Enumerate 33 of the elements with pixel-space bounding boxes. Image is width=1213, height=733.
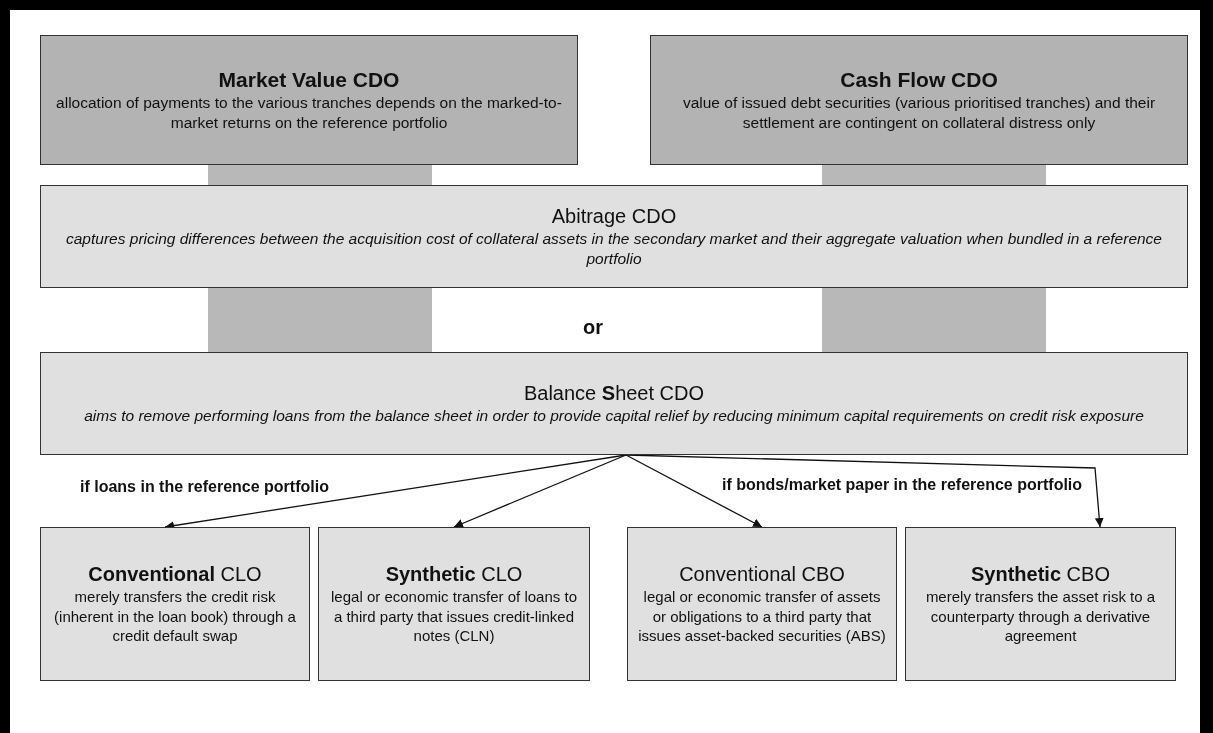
box-description: value of issued debt securities (various prioritised tranches) and their settlement are contingent on collateral distress only <box>681 93 1157 134</box>
box-title: Conventional CBO <box>679 562 845 588</box>
box-title: Abitrage CDO <box>551 203 677 229</box>
box-description: aims to remove performing loans from the balance sheet in order to provide capital relief by reducing minimum capital requirements on credit risk exposure <box>84 405 1144 426</box>
box-description: captures pricing differences between the acquisition cost of collateral assets in the secondary market and their aggregate valuation when bundled in a reference portfolio <box>65 228 1163 269</box>
type-box <box>40 352 1188 455</box>
product-box <box>627 527 897 681</box>
connector-band <box>822 288 1046 352</box>
box-title: Synthetic CLO <box>385 562 523 588</box>
box-description: merely transfers the credit risk (inherent in the loan book) through a credit default swap <box>53 587 297 646</box>
branch-label: or <box>583 316 603 339</box>
type-box <box>40 185 1188 288</box>
box-description: merely transfers the asset risk to a counterparty through a derivative agreement <box>924 587 1157 646</box>
connector-band <box>208 165 432 185</box>
product-box <box>40 527 310 681</box>
product-box <box>905 527 1176 681</box>
connector-band <box>208 288 432 352</box>
category-box <box>650 35 1188 165</box>
box-description: allocation of payments to the various tranches depends on the marked-to-market returns on the reference portfolio <box>55 93 563 134</box>
branch-label: if loans in the reference portfolio <box>80 478 329 496</box>
connector-band <box>822 165 1046 185</box>
box-title: Cash Flow CDO <box>840 66 998 93</box>
category-box <box>40 35 578 165</box>
box-description: legal or economic transfer of assets or obligations to a third party that issues asset-backed securities (ABS) <box>638 587 886 646</box>
box-title: Balance Sheet CDO <box>523 380 705 406</box>
box-title: Synthetic CBO <box>971 562 1110 588</box>
box-description: legal or economic transfer of loans to a third party that issues credit-linked notes (CLN) <box>330 587 578 646</box>
box-title: Market Value CDO <box>218 66 400 93</box>
branch-label: if bonds/market paper in the reference portfolio <box>722 476 1083 494</box>
box-title: Conventional CLO <box>88 562 262 588</box>
arrow <box>625 454 763 528</box>
arrow <box>453 454 627 528</box>
product-box <box>318 527 590 681</box>
